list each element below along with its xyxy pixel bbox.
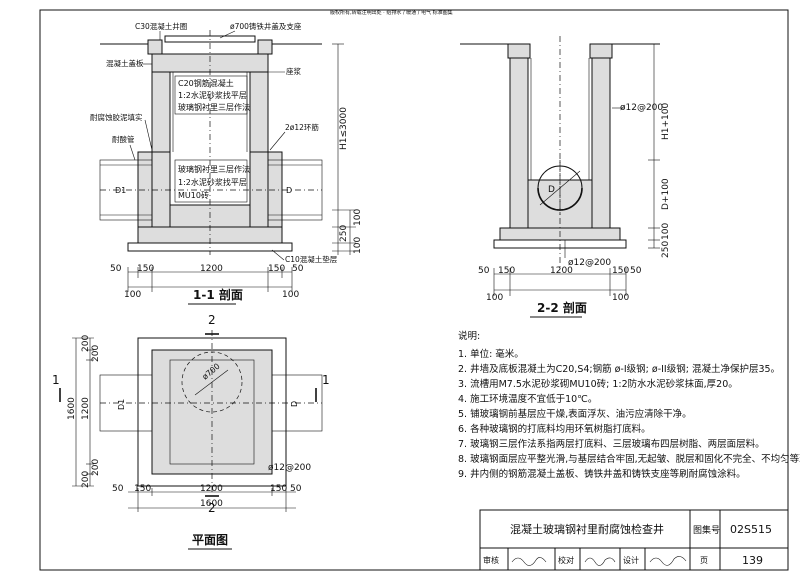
- section-2-2: [460, 36, 660, 268]
- dim-1-1-r1: 100: [353, 209, 363, 226]
- dim-1-1-b3: 150: [268, 264, 285, 274]
- dim-plan-b3: 150: [270, 484, 287, 494]
- plan-d: D: [290, 401, 299, 407]
- title-block-atlas-no: 02S515: [730, 523, 772, 536]
- dim-2-2-r0: H1+100: [661, 103, 671, 140]
- dim-1-1-b4: 50: [292, 264, 304, 274]
- dim-1-1-r3: 100: [353, 237, 363, 254]
- dim-plan-bottom-total: 1600: [200, 499, 223, 509]
- note-6: 6. 各种玻璃钢的打底料均用环氧树脂打底料。: [458, 423, 651, 435]
- note-7: 7. 玻璃钢三层作法系指两层打底料、三层玻璃布四层树脂、两层面层料。: [458, 438, 765, 450]
- title-block-title: 混凝土玻璃钢衬里耐腐蚀检查井: [510, 522, 664, 536]
- dim-plan-b1: 150: [134, 484, 151, 494]
- title-2-2: 2-2 剖面: [537, 300, 587, 315]
- dim-2-2-b4: 50: [630, 266, 642, 276]
- dim-2-2-b1: 150: [498, 266, 515, 276]
- note-5: 5. 铺玻璃钢前基层应干燥,表面浮灰、油污应清除干净。: [458, 408, 692, 420]
- label-cover: C30混凝土井圈: [135, 21, 187, 31]
- dims-plan-left: [72, 337, 94, 487]
- plan-cut-top: 2: [208, 313, 216, 327]
- signature-design: [649, 556, 687, 566]
- title-block-atlas-label: 图集号: [693, 524, 720, 536]
- note-3: 3. 流槽用M7.5水泥砂浆砌MU10砖; 1:2防水水泥砂浆抹面,厚20。: [458, 378, 738, 390]
- dim-plan-l1: 200: [91, 345, 101, 362]
- dim-plan-b2: 1200: [200, 484, 223, 494]
- label-ring-bar: 2ø12环筋: [285, 122, 319, 132]
- label-2-2-rebar-top: ø12@200: [620, 103, 663, 113]
- label-frp-lining2: 玻璃钢衬里三层作法: [178, 164, 250, 174]
- note-9: 9. 井内侧的钢筋混凝土盖板、铸铁井盖和铸铁支座等刷耐腐蚀涂料。: [458, 468, 746, 480]
- dims-2-2-right: [648, 43, 660, 249]
- dim-plan-left-total: 1600: [67, 397, 77, 420]
- dim-1-1-b1: 150: [137, 264, 154, 274]
- label-brick: MU10砖: [178, 190, 209, 200]
- dims-1-1-bottom: [127, 267, 293, 292]
- dim-2-2-r3: 250: [661, 241, 671, 258]
- dim-1-1-r2: 250: [339, 225, 349, 242]
- note-1: 1. 单位: 毫米。: [458, 348, 524, 360]
- dim-2-2-b0: 50: [478, 266, 490, 276]
- dim-2-2-c0: 100: [486, 293, 503, 303]
- title-block: [479, 509, 789, 571]
- label-2-2-rebar-bottom: ø12@200: [568, 258, 611, 268]
- title-block-check: 校对: [558, 555, 574, 565]
- plan-rebar: ø12@200: [268, 463, 311, 473]
- dim-plan-b0: 50: [112, 484, 124, 494]
- label-cover-frame: ø700铸铁井盖及支座: [230, 21, 302, 31]
- dim-1-1-h1: H1≤3000: [339, 107, 349, 150]
- title-1-1: 1-1 剖面: [193, 287, 243, 302]
- dim-plan-l0: 200: [81, 335, 91, 352]
- dim-2-2-b2: 1200: [550, 266, 573, 276]
- dim-plan-l2: 1200: [81, 397, 91, 420]
- dim-1-1-c0: 100: [124, 290, 141, 300]
- dims-2-2-bottom: [493, 268, 627, 296]
- dim-2-2-r1: D+100: [661, 178, 671, 210]
- label-plaster: 1:2水泥砂浆找平层: [178, 90, 247, 100]
- plan-view: [59, 330, 323, 497]
- label-base: C10混凝土垫层: [285, 254, 338, 264]
- notes-block: 说明: 1. 单位: 毫米。 2. 井墙及底板混凝土为C20,S4;钢筋 ø-I…: [458, 330, 800, 480]
- label-plaster2: 1:2水泥砂浆找平层: [178, 177, 247, 187]
- label-d: D: [286, 186, 292, 195]
- dim-1-1-b2: 1200: [200, 264, 223, 274]
- plan-cut-right: 1: [322, 373, 330, 387]
- section-1-1: [99, 30, 323, 255]
- dim-2-2-c1: 100: [612, 293, 629, 303]
- title-block-page-no: 139: [742, 554, 763, 567]
- dim-plan-l4: 200: [81, 471, 91, 488]
- title-block-review: 审核: [483, 555, 499, 565]
- title-block-design: 设计: [623, 555, 639, 565]
- plan-cut-left: 1: [52, 373, 60, 387]
- signature-check: [584, 557, 616, 566]
- label-frp-lining: 玻璃钢衬里三层作法: [178, 102, 250, 112]
- label-sealant: 耐腐蚀胶泥填实: [90, 112, 143, 122]
- title-plan: 平面图: [192, 533, 228, 547]
- label-slab: 混凝土盖板: [106, 58, 144, 68]
- label-mortar-seat: 座浆: [286, 66, 301, 76]
- sheet-border: [39, 9, 789, 571]
- title-block-page-label: 页: [700, 556, 708, 565]
- dim-plan-l3: 200: [91, 459, 101, 476]
- label-pipe: 耐酸管: [112, 134, 135, 144]
- label-c20-wall: C20钢筋混凝土: [178, 78, 234, 88]
- plan-d1: D1: [117, 399, 126, 410]
- note-4: 4. 施工环境温度不宜低于10℃。: [458, 393, 597, 405]
- dim-plan-b4: 50: [290, 484, 302, 494]
- signature-review: [511, 557, 547, 566]
- label-d1: D1: [115, 186, 126, 195]
- label-2-2-d: D: [548, 185, 555, 195]
- header-watermark: 版权所有,转载注明出处 · 给排水 / 暖通 / 电气 标准图集: [330, 9, 453, 16]
- note-8: 8. 玻璃钢面层应平整光滑,与基层结合牢固,无起皱、脱层和固化不完全、不均匀等现…: [458, 453, 800, 465]
- dims-1-1-right: [332, 43, 356, 255]
- dims-plan-bottom: [128, 488, 296, 512]
- dim-1-1-b0: 50: [110, 264, 122, 274]
- dim-1-1-c1: 100: [282, 290, 299, 300]
- notes-heading: 说明:: [458, 330, 480, 342]
- dim-2-2-b3: 150: [612, 266, 629, 276]
- dim-2-2-r2: 100: [661, 223, 671, 240]
- note-2: 2. 井墙及底板混凝土为C20,S4;钢筋 ø-I级钢; ø-II级钢; 混凝土…: [458, 363, 780, 375]
